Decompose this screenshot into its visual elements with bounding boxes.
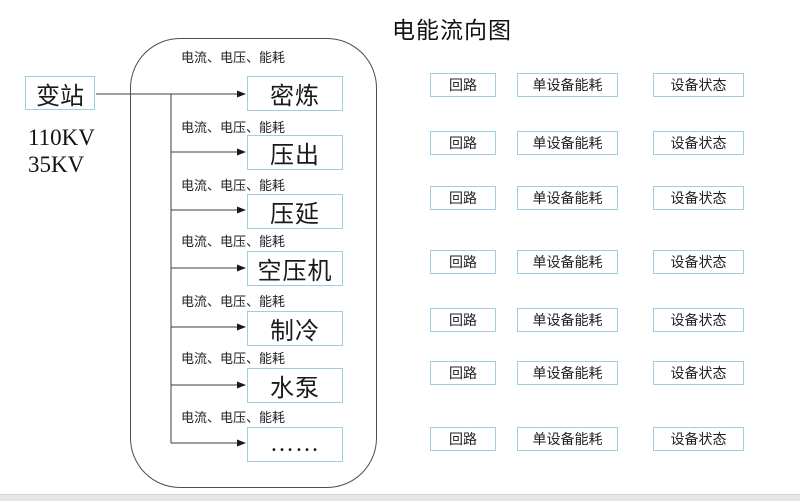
- device-status-box: 设备状态: [653, 73, 744, 97]
- measure-label: 电流、电压、能耗: [181, 351, 286, 366]
- measure-label: 电流、电压、能耗: [181, 294, 286, 309]
- loop-box: 回路: [430, 186, 496, 210]
- process-box-cooling: 制冷: [247, 311, 343, 346]
- device-status-box: 设备状态: [653, 131, 744, 155]
- flow-group-outline: [130, 38, 377, 488]
- loop-box: 回路: [430, 308, 496, 332]
- loop-box: 回路: [430, 131, 496, 155]
- measure-label: 电流、电压、能耗: [181, 410, 286, 425]
- process-box-compressor: 空压机: [247, 251, 343, 286]
- process-box-mixing: 密炼: [247, 76, 343, 111]
- device-energy-box: 单设备能耗: [517, 250, 618, 274]
- bottom-divider: [0, 494, 800, 501]
- device-energy-box: 单设备能耗: [517, 361, 618, 385]
- process-box-ellipsis: ……: [247, 427, 343, 462]
- loop-box: 回路: [430, 250, 496, 274]
- voltage-label-110kv: 110KV: [28, 125, 95, 150]
- measure-label: 电流、电压、能耗: [181, 178, 286, 193]
- device-energy-box: 单设备能耗: [517, 308, 618, 332]
- process-box-calendering: 压延: [247, 194, 343, 229]
- loop-box: 回路: [430, 361, 496, 385]
- device-energy-box: 单设备能耗: [517, 186, 618, 210]
- device-energy-box: 单设备能耗: [517, 131, 618, 155]
- device-energy-box: 单设备能耗: [517, 73, 618, 97]
- device-status-box: 设备状态: [653, 361, 744, 385]
- page-title: 电能流向图: [392, 18, 512, 43]
- loop-box: 回路: [430, 73, 496, 97]
- loop-box: 回路: [430, 427, 496, 451]
- measure-label: 电流、电压、能耗: [181, 120, 286, 135]
- voltage-label-35kv: 35KV: [28, 152, 85, 177]
- device-status-box: 设备状态: [653, 250, 744, 274]
- process-box-extrusion: 压出: [247, 135, 343, 170]
- measure-label: 电流、电压、能耗: [181, 234, 286, 249]
- process-box-water-pump: 水泵: [247, 368, 343, 403]
- device-status-box: 设备状态: [653, 186, 744, 210]
- measure-label: 电流、电压、能耗: [181, 50, 286, 65]
- device-status-box: 设备状态: [653, 427, 744, 451]
- device-energy-box: 单设备能耗: [517, 427, 618, 451]
- substation-box: 变站: [25, 76, 95, 110]
- device-status-box: 设备状态: [653, 308, 744, 332]
